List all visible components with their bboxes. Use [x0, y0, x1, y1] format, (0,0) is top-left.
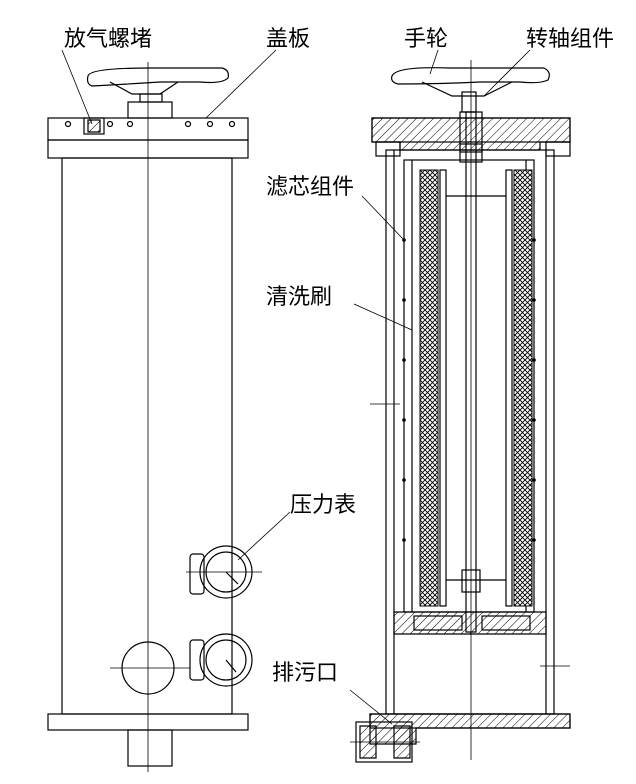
- cleaning-brush-left: [439, 169, 447, 607]
- label-pressure-gauge: 压力表: [290, 493, 356, 518]
- section-view: [349, 49, 571, 763]
- housing-exterior: [61, 157, 233, 715]
- label-handwheel: 手轮: [404, 27, 448, 52]
- label-shaft-assembly: 转轴组件: [526, 27, 614, 52]
- label-cleaning-brush: 清洗刷: [266, 285, 332, 310]
- wall-rivets: [402, 238, 536, 542]
- cleaning-brush-right: [505, 169, 513, 607]
- label-drain-outlet: 排污口: [272, 661, 338, 686]
- bottom-plate: [393, 611, 547, 635]
- pressure-gauge-upper: [186, 545, 262, 599]
- label-vent-screw: 放气螺堵: [64, 27, 152, 52]
- vent-screw: [83, 117, 105, 135]
- handwheel-section: [391, 67, 550, 113]
- label-cover-plate: 盖板: [266, 27, 310, 52]
- label-filter-element: 滤芯组件: [266, 175, 354, 200]
- filter-mesh-left: [419, 169, 439, 607]
- pressure-gauge-lower: [189, 633, 253, 687]
- exterior-view: [47, 49, 291, 772]
- bolts-row: [64, 120, 236, 128]
- shaft: [446, 60, 506, 760]
- inlet-port: [110, 641, 190, 695]
- filter-mesh-right: [513, 169, 533, 607]
- handwheel-exterior: [86, 67, 229, 119]
- drain-outlet: [350, 721, 420, 763]
